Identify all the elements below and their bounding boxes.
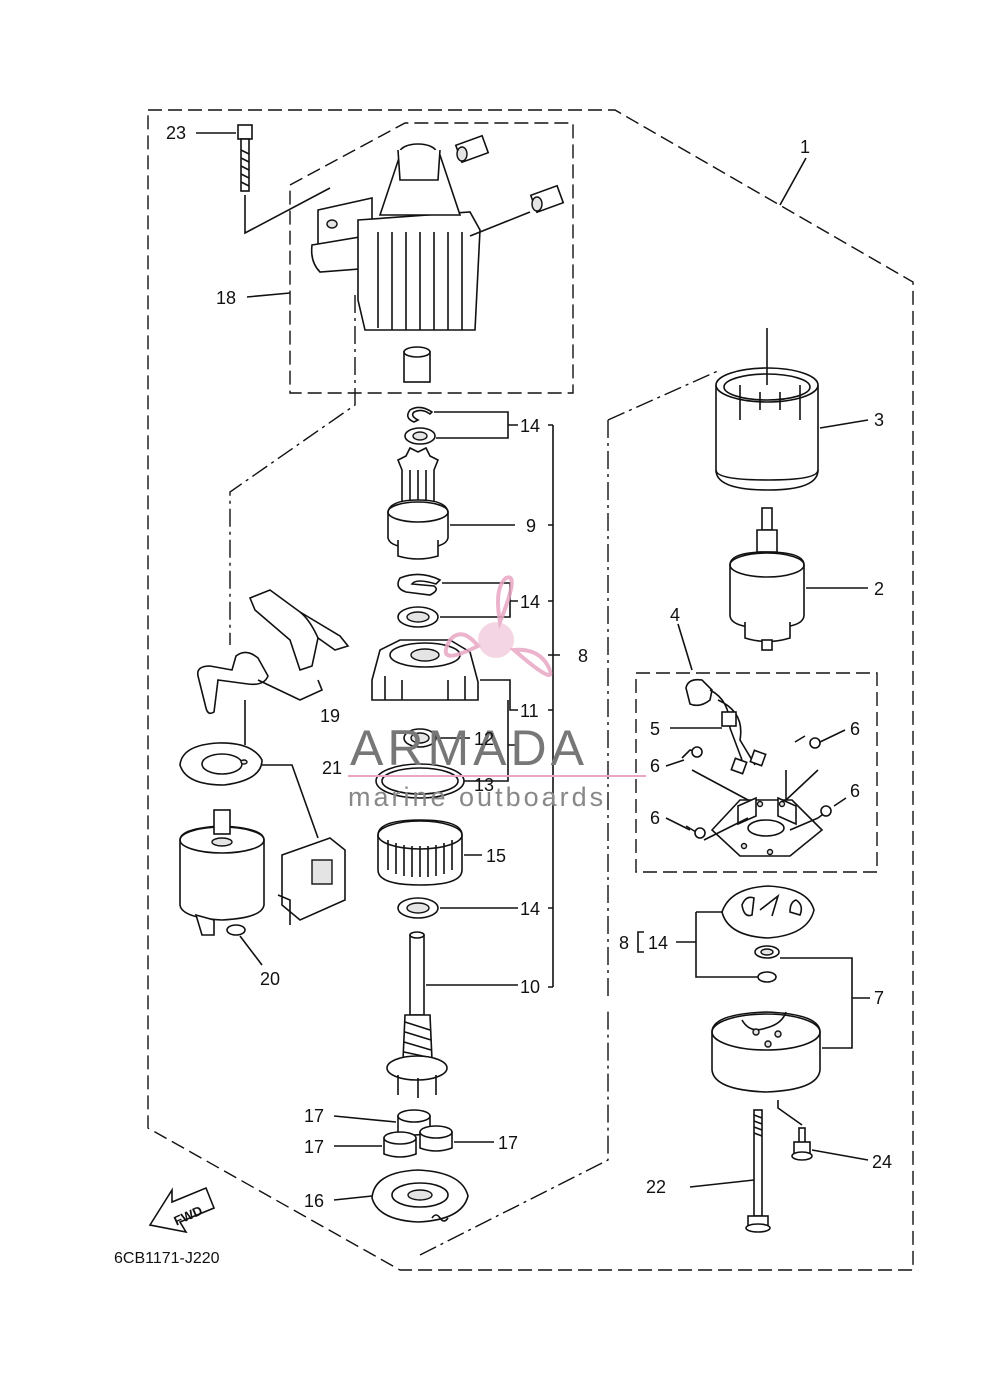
callout-6b: 6	[650, 756, 660, 776]
magnet-switch-18	[310, 134, 565, 383]
callout-6d: 6	[850, 781, 860, 801]
washer-14-low	[397, 897, 439, 919]
watermark-subtitle: marine outboards	[348, 782, 606, 812]
end-plate-14-right	[721, 885, 815, 983]
callout-14a: 14	[520, 416, 540, 436]
leader-1	[779, 157, 807, 206]
leader-18	[246, 292, 291, 298]
armature-2	[729, 507, 805, 651]
brush-springs-6	[681, 735, 832, 839]
callout-7: 7	[874, 988, 884, 1008]
through-bolt-22	[745, 1109, 771, 1233]
leader-21	[262, 764, 319, 839]
callout-17b: 17	[304, 1137, 324, 1157]
ring-12	[403, 728, 437, 748]
gasket-21	[179, 700, 346, 925]
pinion-9	[387, 446, 449, 560]
brush-holder-group-boundary	[635, 672, 878, 873]
bracket-8	[548, 424, 560, 988]
leader-19	[257, 679, 324, 701]
callout-11: 11	[520, 701, 539, 721]
solenoid-group-boundary	[289, 122, 574, 394]
leader-6b	[665, 759, 685, 767]
callout-22: 22	[646, 1177, 666, 1197]
leader-16	[333, 1195, 373, 1201]
callout-6a: 6	[850, 719, 860, 739]
callout-20: 20	[260, 969, 280, 989]
leader-7	[780, 957, 870, 1049]
clutch-housing-11	[371, 639, 479, 701]
watermark-logo-icon	[443, 575, 553, 677]
callout-10: 10	[520, 977, 540, 997]
leader-4	[677, 623, 693, 671]
callout-2: 2	[874, 579, 884, 599]
leader-24	[811, 1149, 869, 1161]
callout-21: 21	[322, 758, 342, 778]
callout-14c: 14	[520, 899, 540, 919]
leader-6c	[665, 817, 691, 831]
bracket-8-right	[637, 931, 644, 953]
callout-6c: 6	[650, 808, 660, 828]
callout-15: 15	[486, 846, 506, 866]
solenoid-20	[179, 809, 265, 936]
leader-24-guide	[777, 1100, 803, 1126]
callout-17c: 17	[498, 1133, 518, 1153]
callout-24: 24	[872, 1152, 892, 1172]
leader-6d	[833, 797, 847, 807]
end-cover-7	[711, 1011, 821, 1093]
callout-18: 18	[216, 288, 236, 308]
centerline-right	[607, 369, 721, 1000]
assembly-boundary	[147, 109, 914, 1271]
callout-16: 16	[304, 1191, 324, 1211]
callout-23: 23	[166, 123, 186, 143]
eclip-14-mid	[397, 573, 442, 628]
shaft-10	[386, 931, 448, 1098]
clutch-15	[377, 819, 463, 886]
callout-4: 4	[670, 605, 680, 625]
callout-5: 5	[650, 719, 660, 739]
callout-3: 3	[874, 410, 884, 430]
lever-19	[196, 589, 350, 715]
screw-24	[791, 1127, 813, 1161]
callout-1: 1	[800, 137, 810, 157]
callout-17a: 17	[304, 1106, 324, 1126]
callout-14d: 14	[648, 933, 668, 953]
callout-8a: 8	[578, 646, 588, 666]
leader-14-top	[434, 411, 518, 439]
leader-20	[239, 935, 263, 966]
bolt-23	[237, 124, 253, 192]
plate-16	[371, 1169, 469, 1223]
diagram-code: 6CB1171-J220	[114, 1250, 220, 1267]
centerline-left	[229, 295, 356, 645]
leader-3	[819, 419, 869, 429]
callout-9: 9	[526, 516, 536, 536]
yoke-3	[715, 328, 819, 491]
leader-23-guide	[244, 187, 331, 235]
callout-8b: 8	[619, 933, 629, 953]
brush-guides	[691, 769, 819, 841]
leader-11	[480, 679, 518, 711]
brush-holder-4	[685, 678, 824, 857]
leader-13	[464, 700, 518, 782]
leader-22	[689, 1179, 755, 1188]
leader-17a	[333, 1115, 397, 1123]
planet-gears-17	[383, 1109, 453, 1158]
leader-8-14-right	[676, 911, 758, 978]
centerline-bottom	[419, 1010, 609, 1256]
callout-13: 13	[474, 775, 494, 795]
leader-6a	[819, 729, 846, 743]
callout-12: 12	[474, 729, 494, 749]
callout-14b: 14	[520, 592, 540, 612]
clip-14-top	[404, 406, 436, 445]
callout-19: 19	[320, 706, 340, 726]
watermark-title: ARMADA	[350, 720, 588, 776]
fwd-arrow-icon: FWD	[148, 1186, 216, 1234]
